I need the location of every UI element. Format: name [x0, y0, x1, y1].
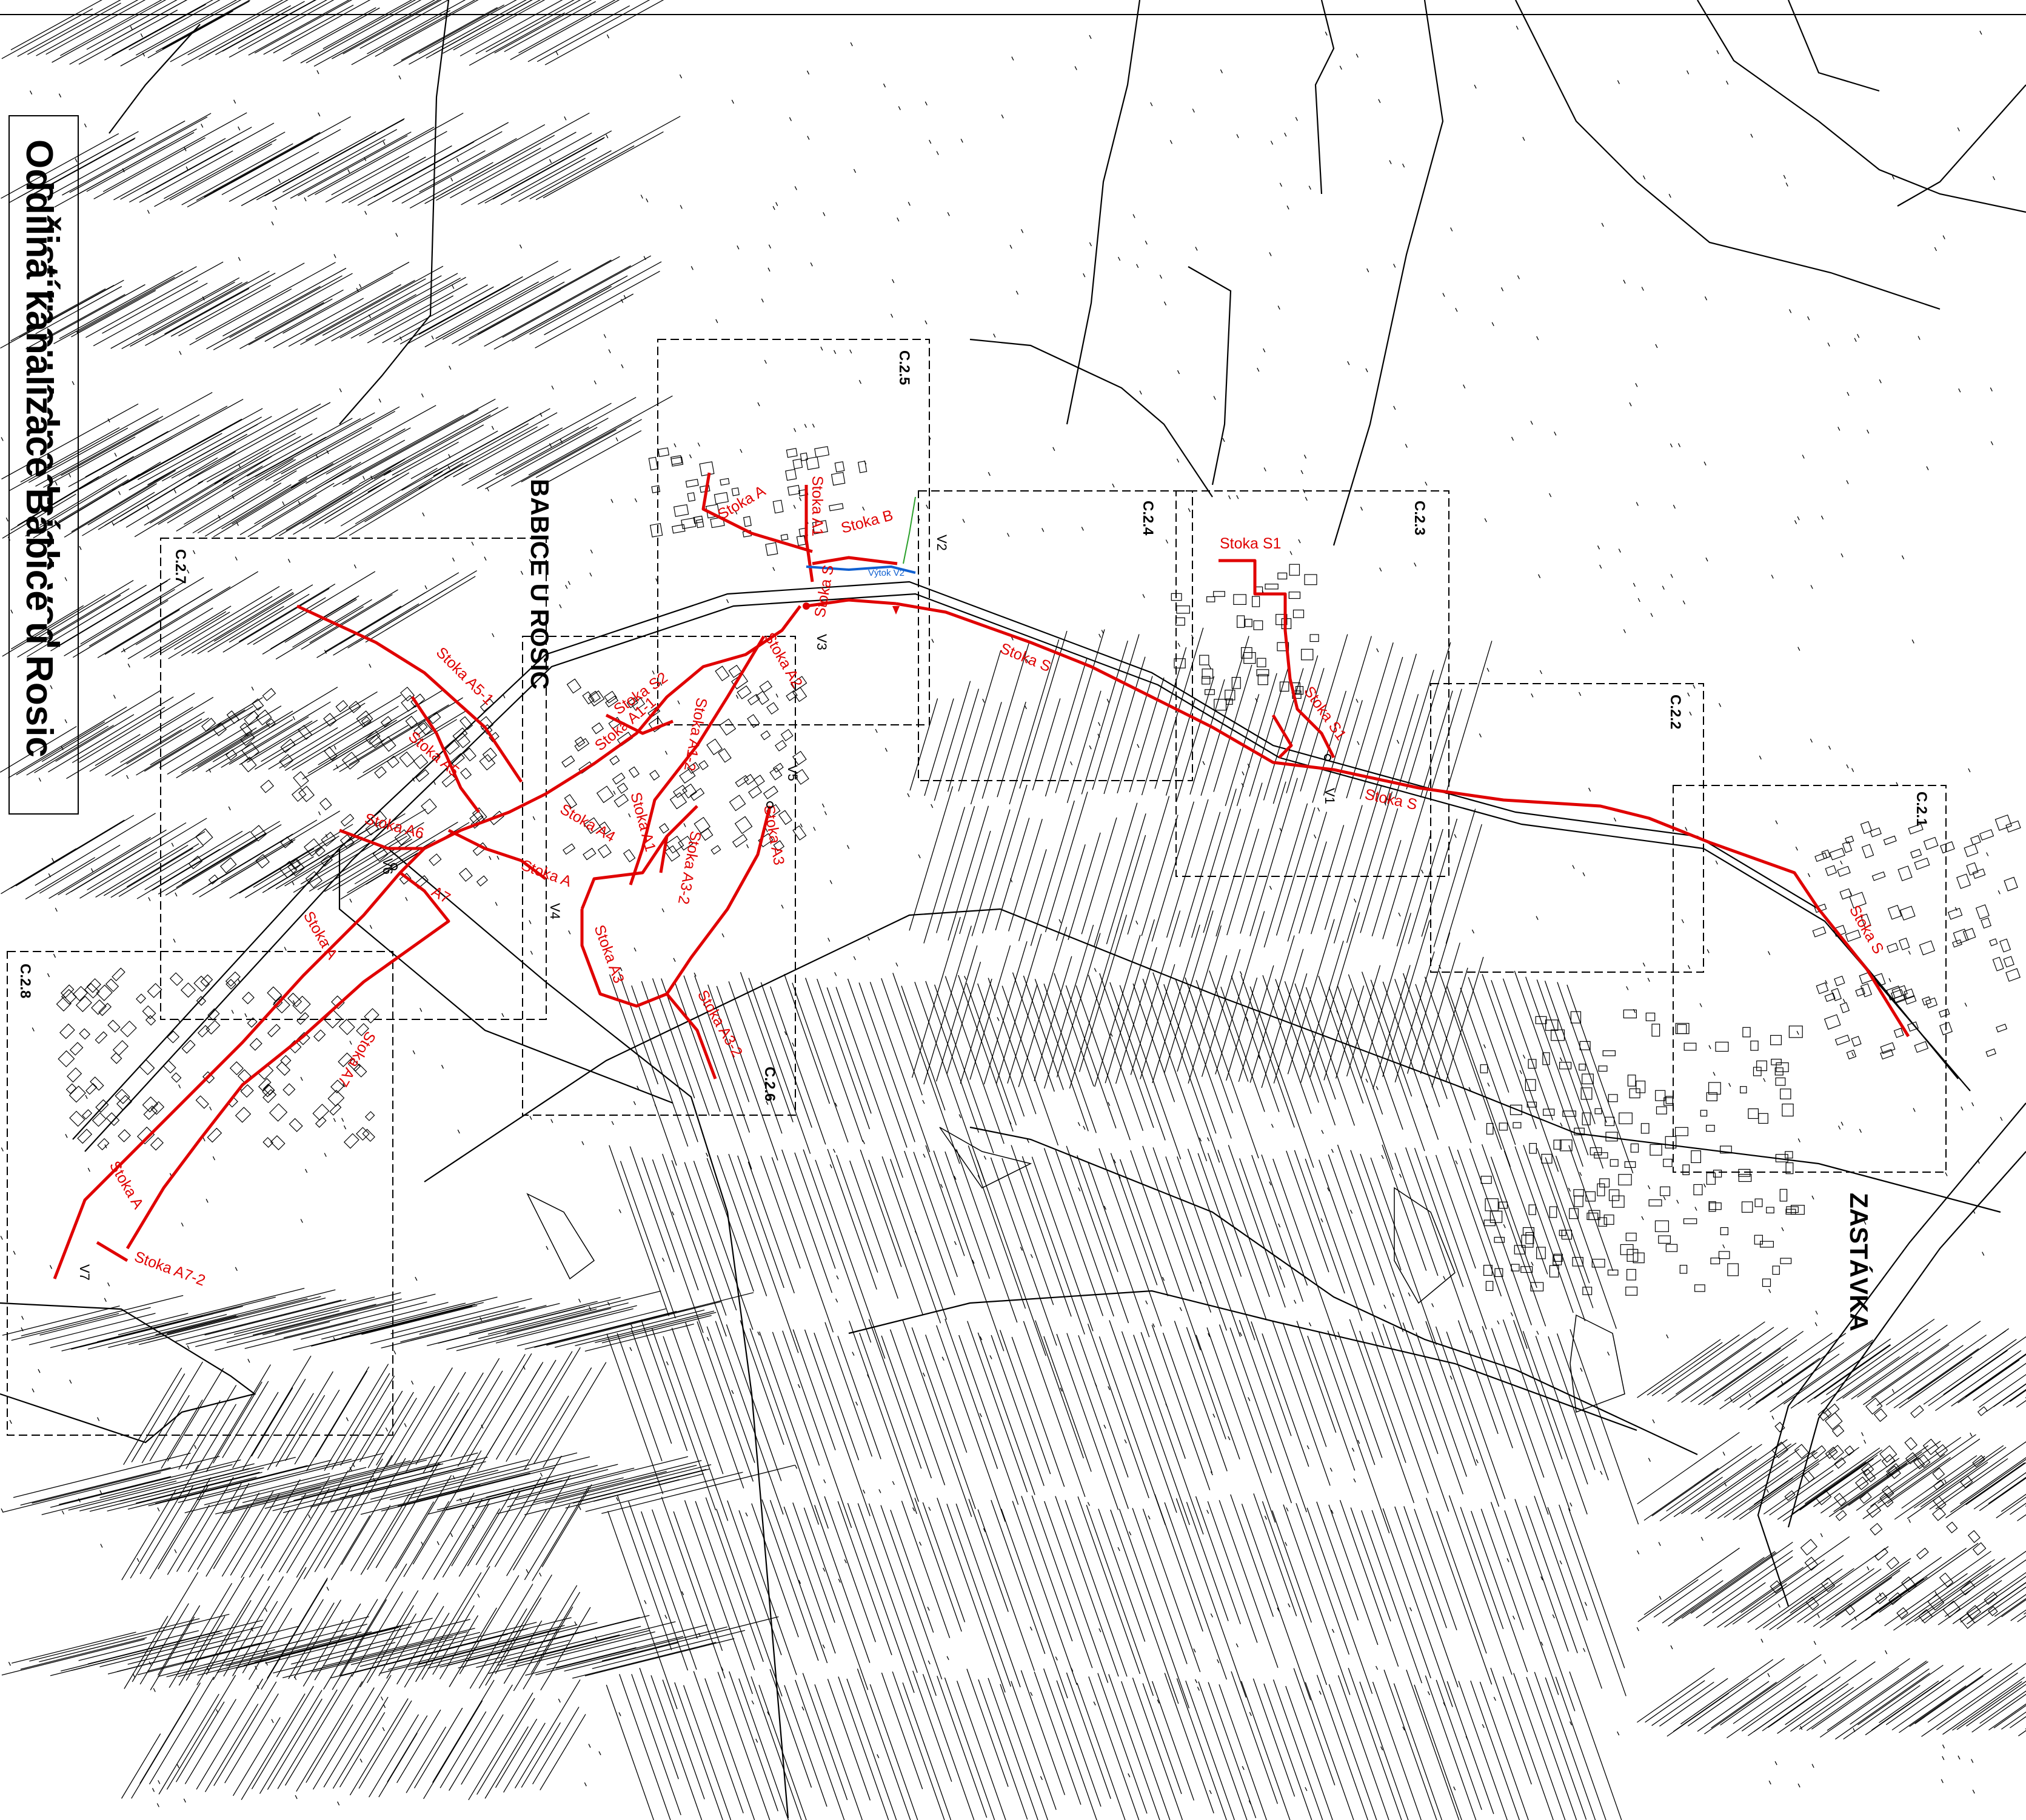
- sheet-label-c28: C.2.8: [17, 964, 33, 998]
- sewer-a-top: [701, 472, 813, 553]
- marker-v2: V2: [934, 535, 949, 551]
- sewer-a-main: [53, 605, 801, 1279]
- sewer-a3-2: [666, 993, 717, 1079]
- sewer-b: [812, 556, 898, 565]
- sewer-s-main: [895, 602, 1910, 1038]
- label-stoka-s-upper: Stoka S: [811, 564, 837, 619]
- marker-v3: V3: [814, 634, 829, 650]
- sheet-box-c25: [657, 339, 930, 725]
- sheet-label-c27: C.2.7: [172, 549, 189, 584]
- sheet-boundaries: [7, 339, 1947, 1436]
- marker-v6: V6: [380, 858, 395, 875]
- town-label-babice: BABICE U ROSIC: [526, 479, 554, 690]
- sewer-a7-main: [125, 872, 450, 1250]
- sewer-a5-1: [410, 696, 480, 813]
- sheet-label-c22: C.2.2: [1667, 695, 1683, 729]
- town-label-zastavka: ZASTÁVKA: [1845, 1193, 1873, 1332]
- label-stoka-s1: Stoka S1: [1300, 683, 1349, 743]
- sewer-network: [53, 472, 1910, 1279]
- sewer-a1-2: [659, 805, 698, 873]
- sewer-a2: [629, 635, 766, 885]
- sewer-s2: [605, 713, 674, 735]
- sheet-box-c23: [1175, 490, 1449, 877]
- terrain-outlines: [526, 1127, 1625, 1413]
- marker-v7: V7: [77, 1264, 92, 1281]
- marker-v5: V5: [785, 765, 800, 781]
- label-stoka-b: Stoka B: [839, 507, 895, 537]
- label-stoka-s: Stoka S: [998, 640, 1054, 676]
- label-stoka-a-lower: Stoka A: [106, 1158, 147, 1212]
- label-stoka-s-2: Stoka S: [1363, 785, 1419, 813]
- outlet-pipe: [806, 496, 916, 574]
- sheet-box-c24: [918, 490, 1193, 781]
- label-stoka-a3-b: Stoka A3: [590, 922, 627, 985]
- marker-v1: V1: [1322, 788, 1337, 804]
- sheet-box-c27: [160, 538, 547, 1020]
- sheet-label-c26: C.2.6: [761, 1067, 778, 1101]
- sewer-s-upper: [806, 598, 897, 608]
- label-stoka-a3: Stoka A3: [760, 804, 787, 866]
- sewer-a6: [339, 828, 424, 850]
- sheet-label-c25: C.2.5: [896, 350, 912, 385]
- label-stoka-a1: Stoka A1: [809, 476, 826, 536]
- label-outlet: Výtok V2: [868, 568, 904, 578]
- label-stoka-s1-top: Stoka S1: [1220, 535, 1281, 552]
- label-stoka-a4: Stoka A4: [557, 801, 618, 845]
- sewer-a5: [296, 604, 523, 783]
- sewer-a-branch: [447, 828, 547, 880]
- sheet-box-c22: [1430, 683, 1704, 973]
- label-stoka-a: Stoka A: [300, 908, 341, 962]
- label-stoka-a5-1: Stoka A5-1: [433, 644, 497, 708]
- sheet-box-c21: [1673, 785, 1947, 1173]
- sewer-a4: [580, 835, 669, 910]
- manhole-markers: V1 V2 V3 V4 V5 V6 V7: [77, 535, 1337, 1281]
- sewer-a7-2: [96, 1241, 129, 1262]
- sheet-label-c24: C.2.4: [1140, 501, 1156, 536]
- sewer-s-right-branch: [1271, 714, 1293, 759]
- node-markers: [390, 602, 1331, 870]
- label-stoka-a3-2: Stoka A3-2: [675, 830, 704, 905]
- sheet-box-c28: [7, 951, 393, 1436]
- label-stoka-a5: Stoka A5: [405, 728, 463, 780]
- marker-v4: V4: [547, 903, 563, 919]
- building-footprints: [56, 446, 2021, 1629]
- sheet-labels: C.2.8 C.2.7 C.2.6 C.2.5 C.2.4 C.2.3 C.2.…: [17, 350, 1930, 1101]
- label-stoka-a7-2: Stoka A7-2: [132, 1248, 208, 1289]
- title-frame: [8, 115, 79, 815]
- sheet-label-c21: C.2.1: [1913, 792, 1930, 826]
- sewer-s1: [1219, 559, 1336, 759]
- sheet-box-c26: [522, 636, 796, 1116]
- sheet-label-c23: C.2.3: [1411, 501, 1428, 535]
- sewer-labels: Stoka S Stoka S Stoka S Stoka S1 Stoka S…: [106, 476, 1887, 1289]
